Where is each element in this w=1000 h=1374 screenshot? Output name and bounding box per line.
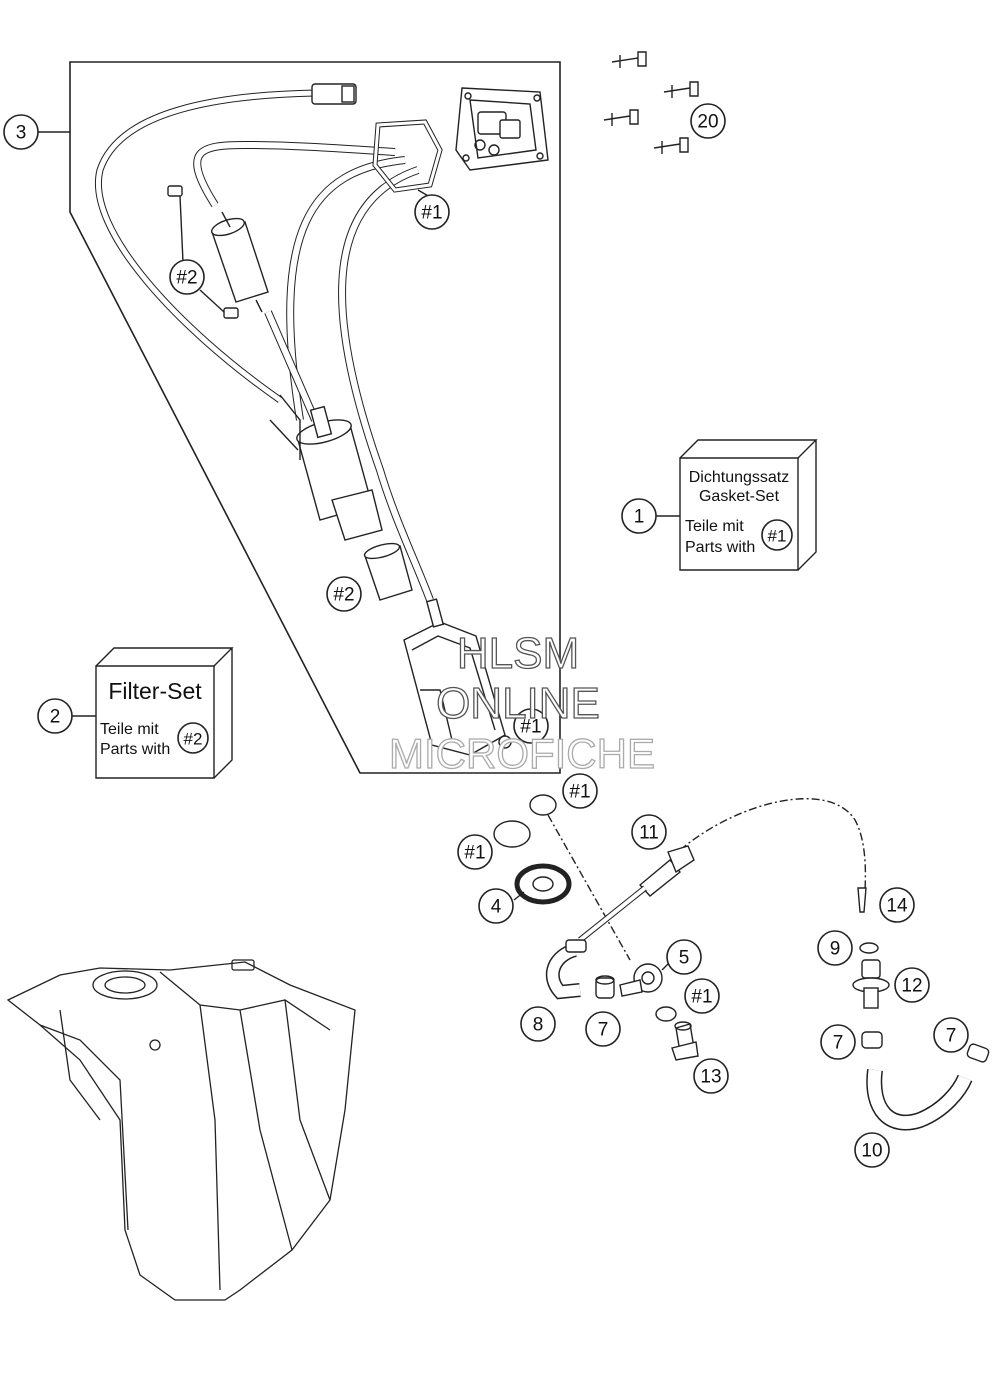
callout-1 xyxy=(621,498,657,534)
callout-4 xyxy=(478,888,514,924)
hose-clamp-7b xyxy=(861,1031,883,1049)
callout-ref-2b xyxy=(326,576,362,612)
callout-ref-1b xyxy=(513,708,549,744)
callout-ref-1d-label: #1 xyxy=(464,843,485,864)
watermark-line3: MICROFICHE xyxy=(389,730,655,777)
callout-14 xyxy=(879,887,915,923)
flange-gasket xyxy=(372,119,443,193)
leader-r2a xyxy=(179,195,184,263)
callout-ref-1e xyxy=(684,978,720,1014)
gasket-box-line1: Dichtungssatz xyxy=(689,469,790,486)
callout-11 xyxy=(631,814,667,850)
banjo-bolt-13 xyxy=(671,1021,699,1061)
fuel-hose-8 xyxy=(545,939,587,1000)
oring-banjo xyxy=(655,1006,677,1022)
vent-valve-12 xyxy=(852,959,890,1009)
callout-4-label: 4 xyxy=(491,897,502,918)
callout-5-label: 5 xyxy=(679,948,690,969)
bolts xyxy=(603,51,699,154)
leader-r2a xyxy=(199,289,225,313)
callout-ref-2a-label: #2 xyxy=(176,268,197,289)
callout-14-label: 14 xyxy=(886,896,908,917)
callout-9-label: 9 xyxy=(830,939,841,960)
filter-box-line1: Teile mit xyxy=(100,721,159,738)
quick-connector xyxy=(578,845,695,943)
pump-strainer xyxy=(363,542,413,601)
callout-ref-2b-label: #2 xyxy=(333,585,354,606)
callout-13-label: 13 xyxy=(700,1067,721,1088)
filter-box-line2: Parts with xyxy=(100,741,170,758)
filter-clamp xyxy=(167,185,183,197)
callout-10 xyxy=(854,1132,890,1168)
callout-7b xyxy=(820,1024,856,1060)
callout-8 xyxy=(520,1006,556,1042)
filter-box-ref-circle xyxy=(177,722,209,754)
leader-4 xyxy=(513,891,525,901)
fuel-filter xyxy=(210,211,269,313)
hose-clamp-7c xyxy=(966,1043,990,1063)
vent-guide xyxy=(679,798,867,891)
callout-ref-1e-label: #1 xyxy=(691,987,712,1008)
banjo-fitting-5 xyxy=(619,963,663,997)
callout-7c-label: 7 xyxy=(946,1026,957,1047)
gasket-box-line2: Gasket-Set xyxy=(699,488,780,505)
oring-9 xyxy=(859,942,879,954)
gasket-box-line4: Parts with xyxy=(685,539,755,556)
gasket-box-ref: #1 xyxy=(768,527,787,546)
callout-1-label: 1 xyxy=(634,507,645,528)
callout-7a xyxy=(585,1011,621,1047)
gasket-box-line3: Teile mit xyxy=(685,518,744,535)
callout-5 xyxy=(666,939,702,975)
callout-13 xyxy=(693,1058,729,1094)
callout-ref-1d xyxy=(457,834,493,870)
pump-wiring-harness xyxy=(95,83,357,403)
callout-ref-1b-label: #1 xyxy=(520,717,541,738)
gasket-box-ref-circle xyxy=(761,519,793,551)
callout-ref-2a xyxy=(169,259,205,295)
small-oring xyxy=(498,735,512,749)
vent-hose-10 xyxy=(866,1069,973,1131)
filter-set-box xyxy=(95,647,234,779)
callout-8-label: 8 xyxy=(533,1015,544,1036)
filter-clamp xyxy=(223,307,239,319)
filter-box-title: Filter-Set xyxy=(108,678,202,704)
callout-ref-1a xyxy=(414,194,450,230)
callout-3 xyxy=(3,114,39,150)
fuel-pump xyxy=(269,394,383,541)
assembly-frame xyxy=(69,61,561,774)
callout-7c xyxy=(933,1017,969,1053)
hose-clamp-7a xyxy=(595,975,615,999)
callout-12-label: 12 xyxy=(901,976,922,997)
fuel-hoses xyxy=(193,140,434,602)
callout-3-label: 3 xyxy=(16,123,27,144)
pump-flange xyxy=(455,87,549,171)
oring-medium xyxy=(493,820,531,848)
callout-20-label: 20 xyxy=(697,112,718,133)
callout-11-label: 11 xyxy=(639,823,659,844)
seal-ring-4 xyxy=(514,863,572,905)
watermark-line1: HLSM xyxy=(457,629,579,678)
watermark-line2: ONLINE xyxy=(436,679,600,728)
callout-12 xyxy=(894,967,930,1003)
callout-9 xyxy=(817,930,853,966)
callout-2 xyxy=(37,698,73,734)
filter-box-ref: #2 xyxy=(184,730,203,749)
callout-10-label: 10 xyxy=(861,1141,882,1162)
callout-7a-label: 7 xyxy=(598,1020,609,1041)
vent-pin-14 xyxy=(857,887,867,913)
callout-2-label: 2 xyxy=(50,707,61,728)
pump-housing xyxy=(403,598,506,756)
fuel-tank xyxy=(6,959,356,1301)
callout-ref-1c-label: #1 xyxy=(569,782,590,803)
callout-ref-1c xyxy=(562,773,598,809)
oring-small xyxy=(529,794,557,816)
callout-7b-label: 7 xyxy=(833,1033,844,1054)
assembly-guide xyxy=(547,814,631,961)
callout-20 xyxy=(690,103,726,139)
callout-ref-1a-label: #1 xyxy=(421,203,442,224)
